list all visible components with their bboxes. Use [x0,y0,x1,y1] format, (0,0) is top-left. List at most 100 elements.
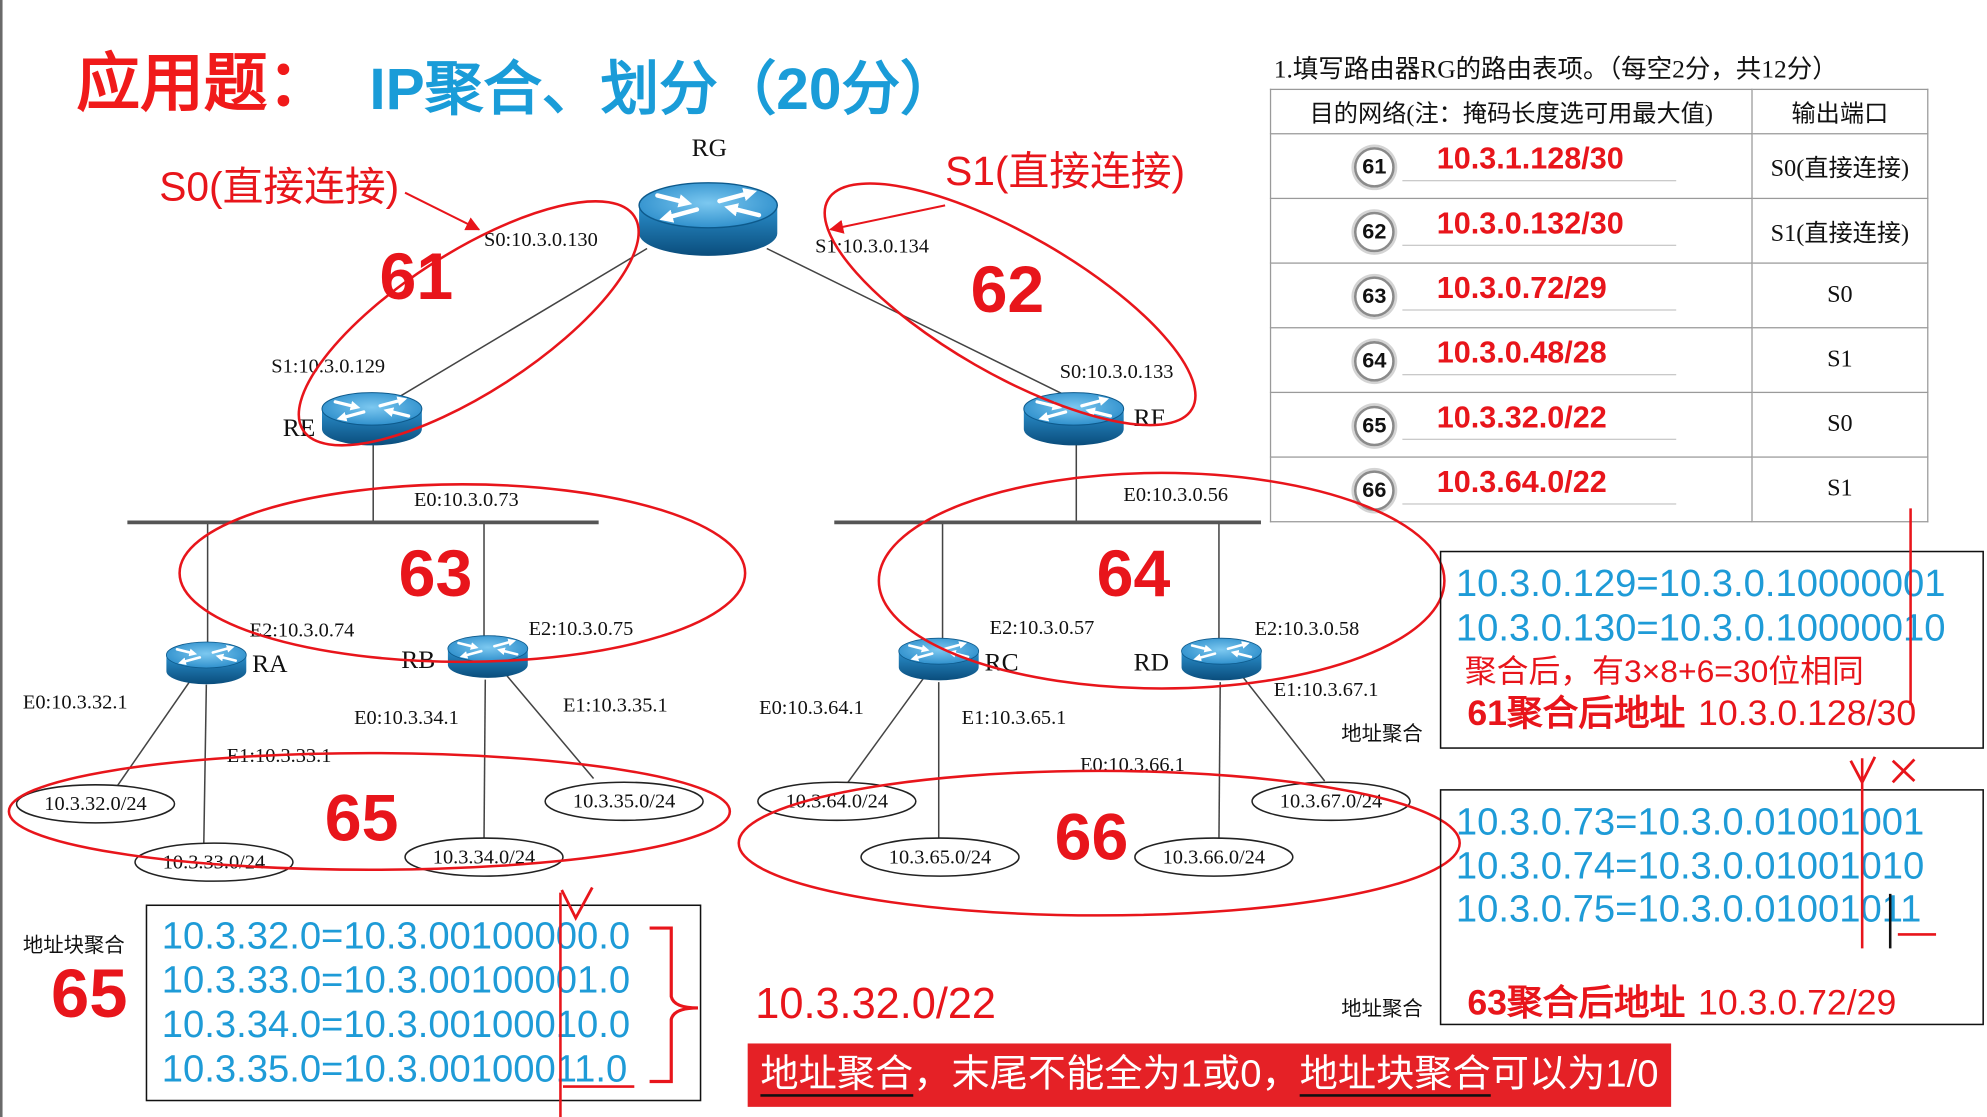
table-row: 65 10.3.32.0/22 S0 [1269,391,1929,458]
cross-mark-icon [1891,758,1916,784]
subnet-label: 10.3.33.0/24 [163,852,265,874]
page-title: IP聚合、划分（20分） [369,55,959,122]
subnet-ellipse [15,784,176,824]
binary-line: 10.3.0.130=10.3.0.10000010 [1456,606,1946,649]
binary-line: 10.3.0.74=10.3.0.01001010 [1456,845,1924,888]
port-cell: S0 [1751,391,1929,458]
network-cell: 62 10.3.0.132/30 [1269,197,1753,264]
network-value: 10.3.0.48/28 [1402,335,1677,376]
interface-label: S1:10.3.0.129 [271,356,385,378]
link-rg-re [388,247,648,404]
port-cell: S0 [1751,262,1929,329]
s1-note: S1(直接连接) [945,148,1185,194]
routing-table: 目的网络(注：掩码长度选可用最大值) 输出端口 61 10.3.1.128/30… [1269,88,1929,523]
table-header-row: 目的网络(注：掩码长度选可用最大值) 输出端口 [1269,88,1929,135]
s1-arrow-icon [829,204,946,234]
banner-text-3: 地址块聚合 [1299,1053,1491,1096]
blank-number-badge: 65 [1353,405,1395,447]
interface-label: E0:10.3.0.73 [414,489,519,511]
box-63-result-address: 10.3.0.72/29 [1698,982,1896,1022]
link-lines [116,247,1326,845]
block-65-label: 65 [51,955,128,1032]
subnet-label: 10.3.64.0/24 [786,791,888,813]
network-value: 10.3.1.128/30 [1402,141,1677,182]
group-65-ellipse [7,751,732,872]
link-rg-rf [766,247,1077,402]
header-destination: 目的网络(注：掩码长度选可用最大值) [1269,88,1753,135]
block-65-result: 10.3.32.0/22 [755,980,996,1028]
box-61 [1439,550,1984,749]
binary-line: 10.3.0.73=10.3.0.01001001 [1456,800,1924,843]
router-rd-icon [1182,638,1262,680]
port-cell: S1 [1751,456,1929,523]
blank-number-badge: 61 [1353,147,1395,188]
network-value: 10.3.32.0/22 [1402,399,1677,440]
table-row: 63 10.3.0.72/29 S0 [1269,262,1929,329]
box-61-result-label: 61聚合后地址 [1467,693,1685,733]
blank-number-badge: 64 [1353,341,1395,382]
addr-agg-label: 地址聚合 [1341,722,1422,745]
box-61-note: 聚合后，有3×8+6=30位相同 [1465,653,1864,689]
network-value: 10.3.0.72/29 [1402,270,1677,311]
interface-label: S1:10.3.0.134 [815,235,929,257]
group-66-label: 66 [1055,801,1129,875]
s0-arrow-icon [404,191,481,231]
blank-number-badge: 62 [1353,211,1395,253]
s0-note: S0(直接连接) [159,163,399,209]
router-rb-icon [448,636,528,678]
group-64-ellipse [877,471,1446,690]
interface-label: E2:10.3.0.57 [990,617,1095,639]
box-61-result-address: 10.3.0.128/30 [1698,693,1916,733]
link-ra-n33 [203,684,208,845]
subnet-label: 10.3.35.0/24 [573,791,675,813]
router-ra-icon [166,642,246,684]
subnet-ellipse [134,842,294,882]
rule-banner: 地址聚合，末尾不能全为1或0，地址块聚合可以为1/0 [747,1043,1672,1107]
banner-text-2: ，末尾不能全为1或0， [913,1053,1300,1096]
binary-line: 10.3.0.75=10.3.0.01001011 [1456,888,1922,931]
subnet-ellipse [1251,781,1411,822]
subnet-label: 10.3.32.0/24 [44,793,146,815]
binary-line: 10.3.34.0=10.3.00100010.0 [162,1003,630,1046]
interface-label: S0:10.3.0.133 [1060,361,1174,383]
binary-line: 10.3.32.0=10.3.00100000.0 [162,914,630,957]
title-prefix: 应用题： [76,48,332,120]
bracket-icon [649,926,699,1084]
link-rc-n64 [846,677,925,784]
box-65 [145,904,702,1102]
port-cell: S0(直接连接) [1751,133,1929,200]
link-rd-n67 [1241,675,1326,782]
router-label-rd: RD [1134,649,1169,677]
link-rb-n34 [483,679,487,840]
interface-label: E2:10.3.0.74 [250,620,355,642]
network-cell: 61 10.3.1.128/30 [1269,133,1753,200]
subnet-label: 10.3.65.0/24 [889,846,991,868]
interface-label: E0:10.3.0.56 [1123,484,1228,506]
box-63-result-label: 63聚合后地址 [1467,982,1685,1022]
subnet-ellipse [757,781,917,822]
blank-number-badge: 63 [1353,276,1395,317]
group-62-label: 62 [971,253,1045,327]
interface-label: E2:10.3.0.75 [529,618,634,640]
router-re-icon [322,393,422,446]
box-63-result: 63聚合后地址 10.3.0.72/29 [1467,982,1896,1022]
table-row: 62 10.3.0.132/30 S1(直接连接) [1269,197,1929,264]
group-63-label: 63 [399,537,473,611]
binary-line: 10.3.33.0=10.3.00100001.0 [162,959,630,1002]
network-cell: 65 10.3.32.0/22 [1269,391,1753,458]
check-mark-icon [560,886,594,921]
link-rb-n35 [506,675,595,779]
subnet-ellipse [860,837,1020,877]
box-61-result: 61聚合后地址 10.3.0.128/30 [1467,693,1916,733]
group-61-ellipse [297,200,640,447]
addr-block-agg-label: 地址块聚合 [23,934,125,957]
question-text: 1.填写路由器RG的路由表项。（每空2分，共12分） [1273,55,1838,84]
link-ra-n32 [116,679,192,787]
interface-label: E1:10.3.65.1 [962,707,1067,729]
router-label-rf: RF [1134,404,1165,432]
banner-text-1: 地址聚合 [760,1053,914,1096]
router-label-ra: RA [252,650,288,678]
interface-label: E2:10.3.0.58 [1255,618,1360,640]
